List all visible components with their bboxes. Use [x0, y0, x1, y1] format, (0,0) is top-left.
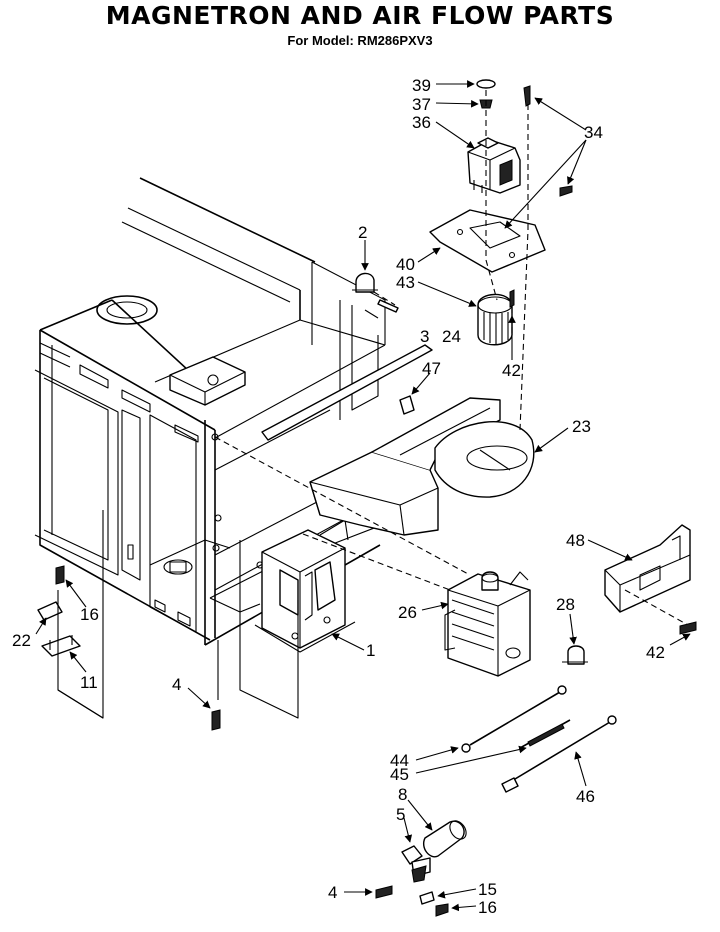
callout-5: 5 — [396, 805, 405, 824]
model-subtitle: For Model: RM286PXV3 — [287, 33, 433, 48]
callout-2: 2 — [358, 223, 367, 242]
callout-26: 26 — [398, 603, 417, 622]
air-duct — [309, 397, 535, 536]
fan-motor-assembly — [429, 79, 573, 431]
callout-22: 22 — [12, 631, 31, 650]
screw-42b — [679, 621, 697, 635]
callout-16-bottom: 16 — [478, 898, 497, 917]
callout-11: 11 — [80, 673, 98, 692]
fuse-holder-parts — [37, 510, 104, 719]
callout-37: 37 — [412, 95, 431, 114]
screw-16b — [435, 903, 449, 917]
oven-cavity — [34, 177, 433, 646]
callout-28: 28 — [556, 595, 575, 614]
callout-4-bottom: 4 — [328, 883, 337, 902]
screw-4a — [211, 709, 221, 731]
callout-44: 44 — [390, 751, 409, 770]
callout-42-top: 42 — [502, 361, 521, 380]
transformer — [254, 519, 356, 653]
callout-48: 48 — [566, 531, 585, 550]
callout-36: 36 — [412, 113, 431, 132]
page-title: MAGNETRON AND AIR FLOW PARTS — [105, 1, 615, 30]
callout-45: 45 — [390, 765, 409, 784]
callout-43: 43 — [396, 273, 415, 292]
callout-42-right: 42 — [646, 643, 665, 662]
callout-34: 34 — [584, 123, 603, 142]
callout-24: 24 — [442, 327, 461, 346]
callout-4-top: 4 — [172, 675, 181, 694]
leader-lines — [35, 80, 691, 912]
callout-16-left: 16 — [80, 605, 99, 624]
screw-4b — [375, 885, 393, 899]
screw-3 — [377, 299, 399, 313]
stirrer-cover — [96, 295, 158, 325]
callout-46: 46 — [576, 787, 595, 806]
callout-47: 47 — [422, 359, 441, 378]
bracket-48 — [604, 524, 691, 613]
callout-3: 3 — [420, 327, 429, 346]
callout-40: 40 — [396, 255, 415, 274]
callout-8: 8 — [398, 785, 407, 804]
wire-harness — [461, 685, 617, 793]
callout-23: 23 — [572, 417, 591, 436]
thermal-cutout-28 — [562, 645, 588, 665]
thermal-cutout-2 — [352, 272, 378, 293]
callout-39: 39 — [412, 76, 431, 95]
magnetron — [444, 571, 531, 677]
clip-47 — [399, 395, 415, 415]
capacitor — [401, 820, 467, 883]
callout-1: 1 — [366, 641, 375, 660]
callout-15: 15 — [478, 880, 497, 899]
callout-labels: 39 37 36 34 2 40 43 3 24 42 47 23 48 26 … — [12, 76, 665, 917]
